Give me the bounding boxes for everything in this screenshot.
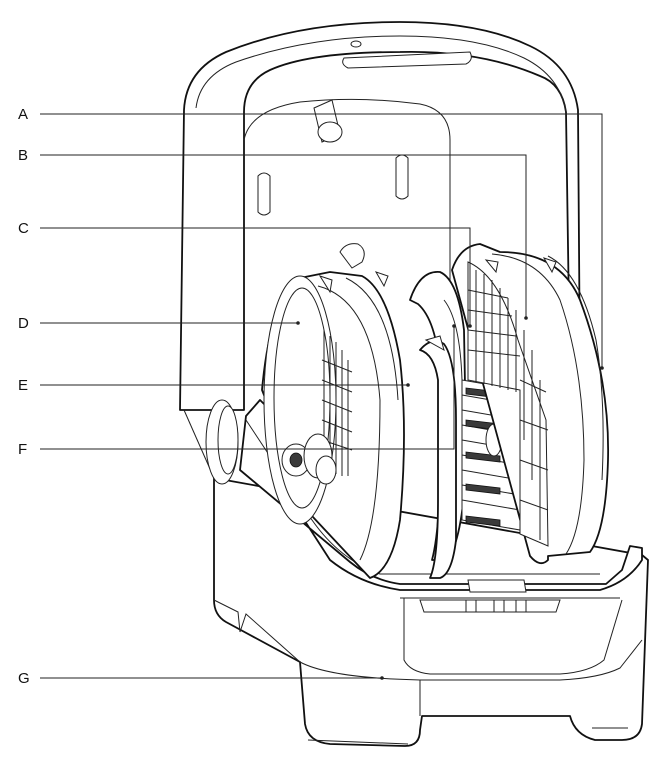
- leader-line-b: [40, 154, 527, 318]
- callout-c: C: [18, 220, 29, 237]
- middle-divider: [409, 271, 467, 579]
- leader-lines: [40, 113, 604, 680]
- callout-g: G: [18, 670, 30, 687]
- grid-panel: [467, 261, 549, 547]
- callout-d: D: [18, 315, 29, 332]
- leader-line-f: [40, 326, 455, 450]
- callout-a: A: [18, 106, 28, 123]
- leader-dot-f: [452, 324, 456, 328]
- left-drum: [261, 243, 405, 579]
- callout-e: E: [18, 377, 28, 394]
- callout-f: F: [18, 441, 27, 458]
- inner-tray: [239, 399, 643, 613]
- leader-dot-c: [468, 324, 472, 328]
- leader-dot-b: [524, 316, 528, 320]
- leader-dot-a: [600, 366, 604, 370]
- leader-line-a: [40, 113, 603, 368]
- callout-b: B: [18, 147, 28, 164]
- callout-labels: A B C D E F G: [18, 106, 30, 687]
- right-drum: [451, 243, 610, 565]
- leader-line-c: [40, 227, 471, 326]
- lid: [179, 21, 581, 485]
- leader-dot-e: [406, 383, 410, 387]
- leader-dot-g: [380, 676, 384, 680]
- leader-dot-d: [296, 321, 300, 325]
